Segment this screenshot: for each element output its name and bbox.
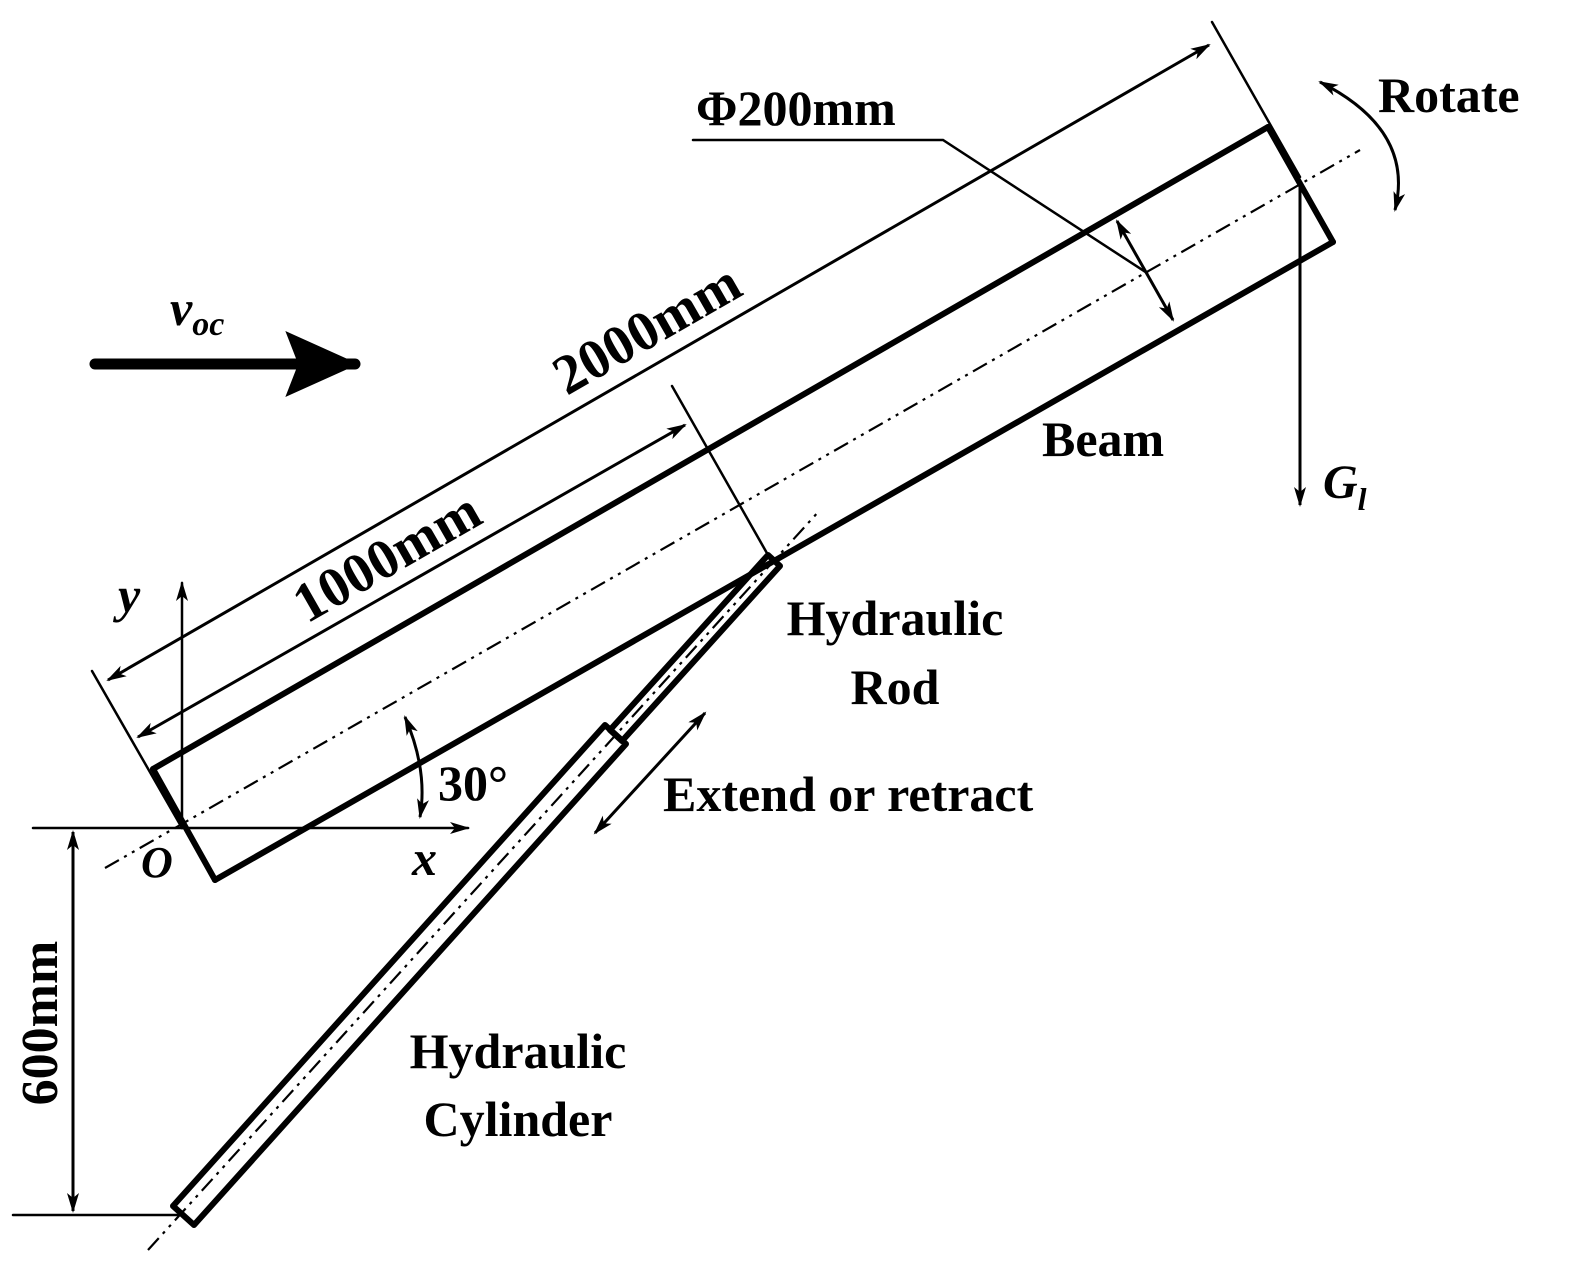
beam-right-end — [1265, 124, 1336, 245]
rotate-label: Rotate — [1378, 67, 1520, 123]
cylinder-label-line1: Hydraulic — [410, 1023, 627, 1079]
extend-retract-arrow — [593, 711, 707, 835]
diameter-arrow — [1115, 219, 1175, 322]
beam-label: Beam — [1042, 411, 1164, 467]
extend-label: Extend or retract — [663, 766, 1034, 822]
extension-line-right — [1210, 20, 1302, 179]
diameter-leader — [691, 138, 1149, 275]
length-2000-label: 2000mm — [543, 251, 752, 407]
dimension-600mm — [11, 826, 184, 1217]
rotate-arrow — [1318, 80, 1406, 212]
height-label: 600mm — [12, 941, 69, 1106]
dimension-1000mm — [136, 384, 770, 739]
beam-left-end — [150, 766, 218, 883]
axis-y-label: y — [113, 567, 141, 623]
dimension-line-1000 — [136, 423, 687, 739]
axis-x-label: x — [411, 830, 437, 886]
diameter-label: Φ200mm — [696, 80, 896, 136]
angle-label: 30° — [438, 755, 508, 811]
length-1000-label: 1000mm — [283, 479, 492, 635]
load-label: Gl — [1323, 456, 1367, 517]
extension-line-mid — [670, 384, 770, 557]
extension-line-left — [90, 669, 184, 830]
velocity-label: voc — [170, 280, 224, 343]
dimension-diameter — [691, 138, 1175, 322]
rod-label-line2: Rod — [851, 659, 940, 715]
beam-centerline — [104, 149, 1361, 869]
cylinder-label-line2: Cylinder — [424, 1091, 613, 1147]
rod-label-line1: Hydraulic — [787, 590, 1004, 646]
origin-label: O — [141, 838, 173, 887]
